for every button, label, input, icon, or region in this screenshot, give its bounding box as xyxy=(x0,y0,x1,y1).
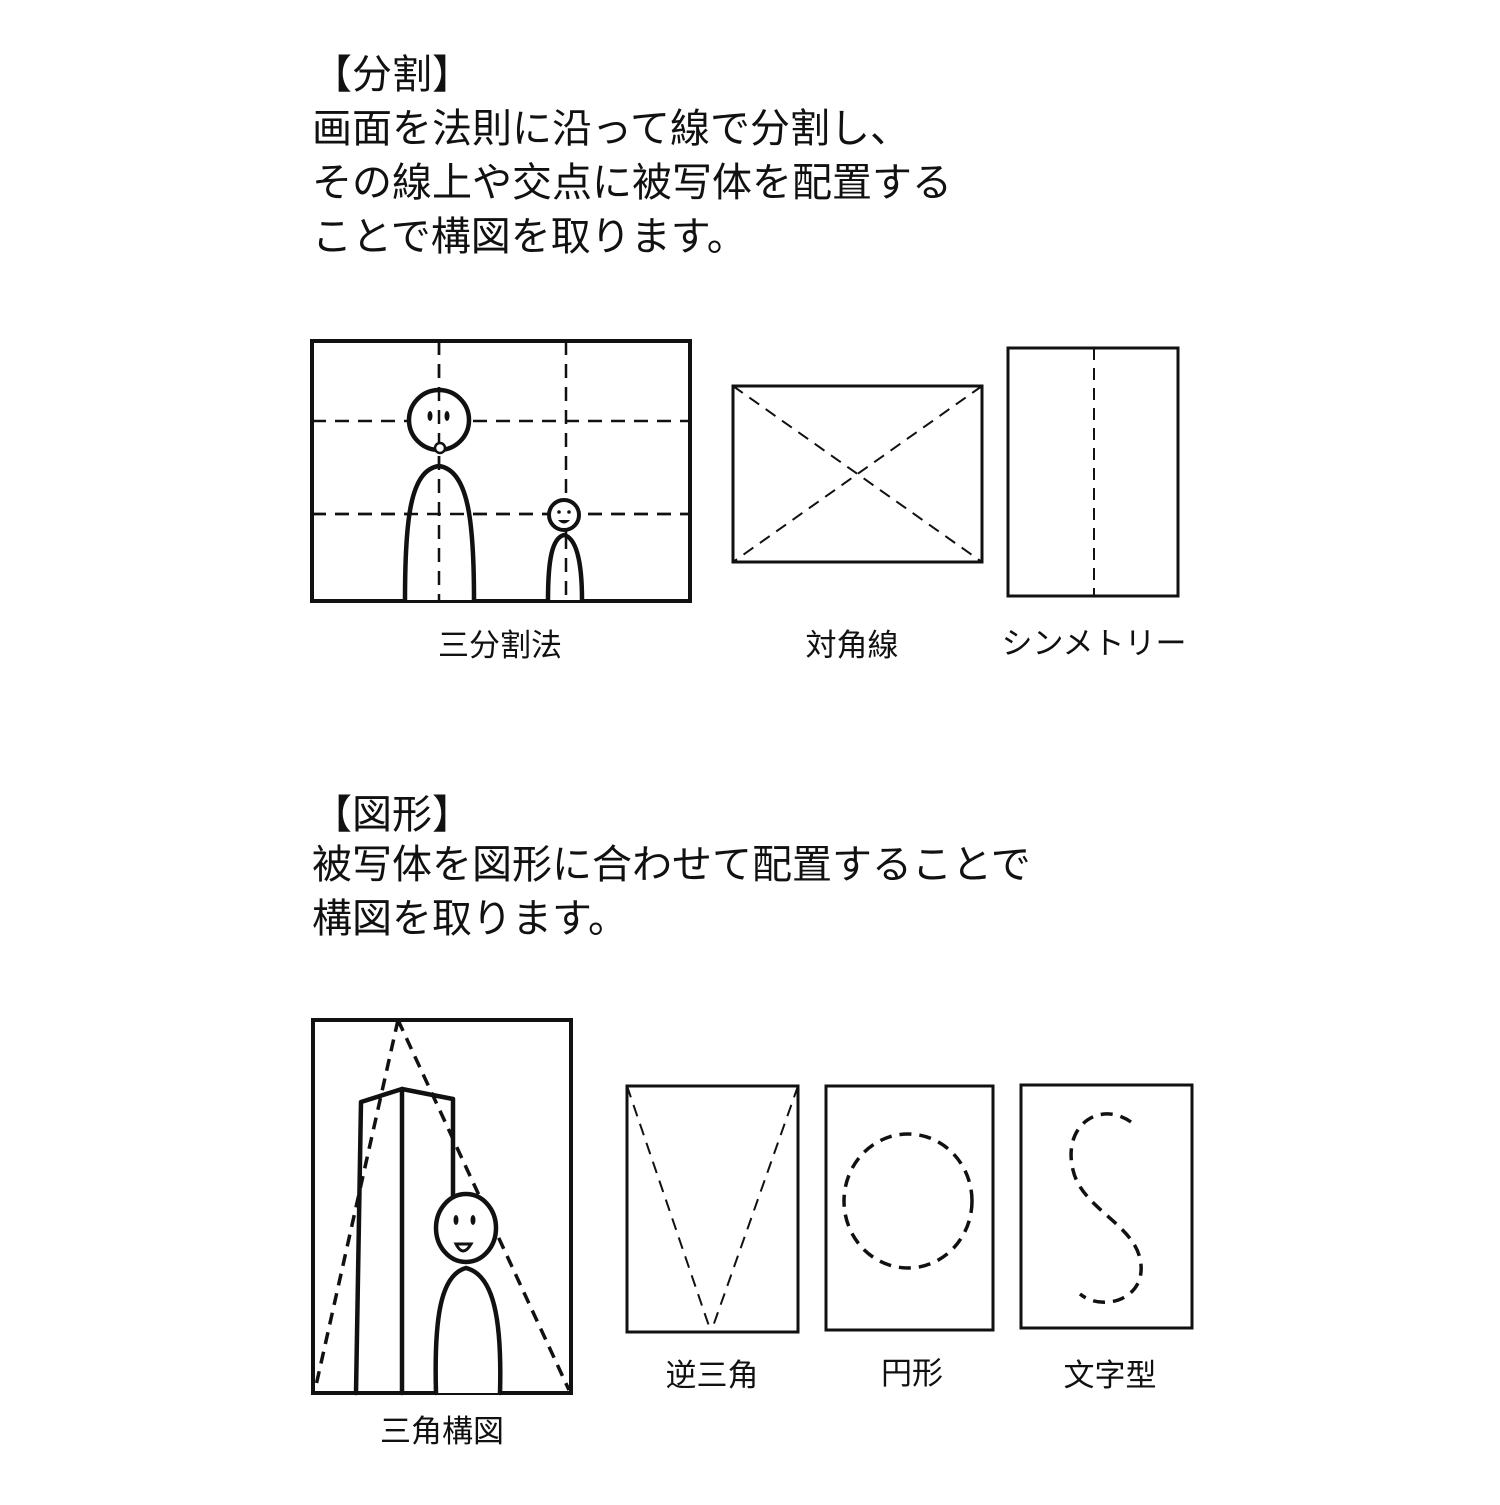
inverted-triangle-right xyxy=(710,1085,799,1333)
triangle-figure xyxy=(433,1191,503,1396)
caption-triangle: 三角構図 xyxy=(380,1414,504,1450)
diagonal-line-1 xyxy=(732,385,983,563)
diagonal-line-2 xyxy=(732,385,983,563)
caption-inverted-triangle: 逆三角 xyxy=(665,1358,759,1394)
rule-of-thirds-panel xyxy=(310,339,692,603)
small-figure xyxy=(545,498,585,603)
diagonal-frame xyxy=(731,384,984,564)
section2-heading: 【図形】 xyxy=(312,792,472,838)
section1-line-3: ことで構図を取ります。 xyxy=(312,214,747,260)
caption-symmetry: シンメトリー xyxy=(1001,626,1187,662)
circle-frame xyxy=(824,1084,995,1332)
letter-frame xyxy=(1019,1083,1194,1330)
circle-panel xyxy=(824,1084,995,1332)
inverted-triangle-left xyxy=(626,1085,712,1333)
inverted-triangle-panel xyxy=(625,1084,800,1334)
triangle-left-side xyxy=(313,1019,400,1391)
section2-line-2: 構図を取ります。 xyxy=(312,896,628,942)
symmetry-panel xyxy=(1006,346,1180,598)
triangle-panel xyxy=(311,1018,573,1396)
caption-diagonal: 対角線 xyxy=(805,628,899,664)
diagonal-panel xyxy=(731,384,984,564)
caption-circle: 円形 xyxy=(881,1356,943,1392)
section1-line-2: その線上や交点に被写体を配置する xyxy=(312,160,952,206)
s-curve-guide xyxy=(1069,1112,1143,1304)
tall-figure xyxy=(312,341,690,603)
section2-line-1: 被写体を図形に合わせて配置することで xyxy=(312,842,1031,888)
letter-panel xyxy=(1019,1083,1194,1330)
section1-line-1: 画面を法則に沿って線で分割し、 xyxy=(312,106,910,152)
inverted-triangle-frame xyxy=(625,1084,800,1334)
caption-letter: 文字型 xyxy=(1063,1358,1157,1394)
circle-guide xyxy=(842,1132,974,1270)
rule-of-thirds-frame xyxy=(310,339,692,603)
caption-rule-of-thirds: 三分割法 xyxy=(438,628,562,664)
section1-heading: 【分割】 xyxy=(312,52,472,98)
